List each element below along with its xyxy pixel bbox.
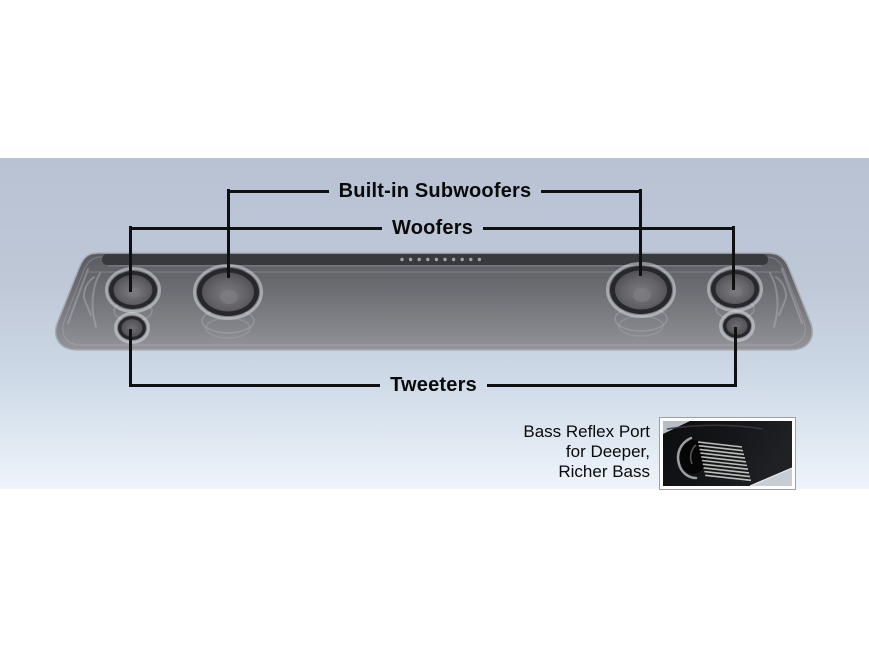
callout-leg-tweeter-right [734, 327, 737, 387]
label-row-tweeters: Tweeters [130, 372, 738, 398]
caption-line-2: for Deeper, [565, 442, 650, 461]
label-tweeters: Tweeters [390, 373, 477, 396]
top-edge-sheen [666, 424, 764, 430]
callout-line-right [483, 226, 736, 230]
caption-line-1: Bass Reflex Port [523, 422, 650, 441]
callout-leg-tweeter-left [129, 329, 132, 387]
label-row-subwoofers: Built-in Subwoofers [228, 178, 642, 204]
callout-leg-subwoofer-left [227, 189, 230, 278]
callout-line-left [130, 383, 381, 387]
port-opening [680, 440, 706, 474]
soundbar-illustration [54, 252, 814, 351]
callout-leg-woofer-right [732, 226, 735, 290]
bass-reflex-caption: Bass Reflex Port for Deeper, Richer Bass [523, 422, 650, 482]
status-led-dots [400, 257, 482, 262]
callout-line-left [228, 189, 329, 193]
top-strip-highlight [108, 265, 762, 267]
port-inner-curve [689, 444, 697, 465]
left-tweeter [114, 312, 150, 344]
right-tweeter [719, 310, 755, 342]
label-woofers: Woofers [391, 216, 474, 239]
left-end-ridges [67, 268, 101, 328]
right-end-ridges [769, 268, 803, 328]
port-grille [697, 441, 752, 482]
left-woofer [105, 267, 161, 313]
callout-leg-subwoofer-right [639, 189, 642, 276]
bass-reflex-inset-frame [659, 417, 796, 490]
bass-reflex-port-photo [663, 421, 792, 486]
caption-line-3: Richer Bass [558, 462, 650, 481]
callout-line-right [486, 383, 738, 387]
soundbar-body [54, 252, 814, 351]
label-row-woofers: Woofers [130, 215, 736, 241]
body-edge-highlight [749, 467, 792, 486]
right-subwoofer [606, 262, 676, 318]
label-built-in-subwoofers: Built-in Subwoofers [338, 179, 532, 202]
right-woofer [707, 266, 763, 312]
callout-leg-woofer-left [129, 226, 132, 292]
callout-line-right [541, 189, 642, 193]
port-rim-highlight [676, 436, 698, 480]
callout-line-left [130, 226, 382, 230]
soundbar-inner-contour [62, 256, 806, 346]
